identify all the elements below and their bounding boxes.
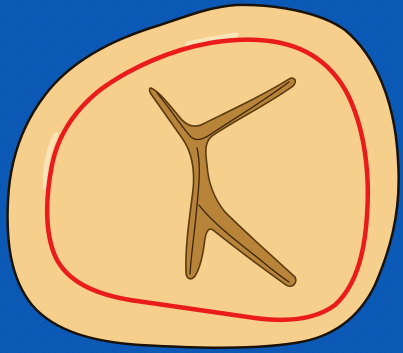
diagram-stage xyxy=(0,0,403,353)
tooth-occlusal-diagram xyxy=(0,0,403,353)
